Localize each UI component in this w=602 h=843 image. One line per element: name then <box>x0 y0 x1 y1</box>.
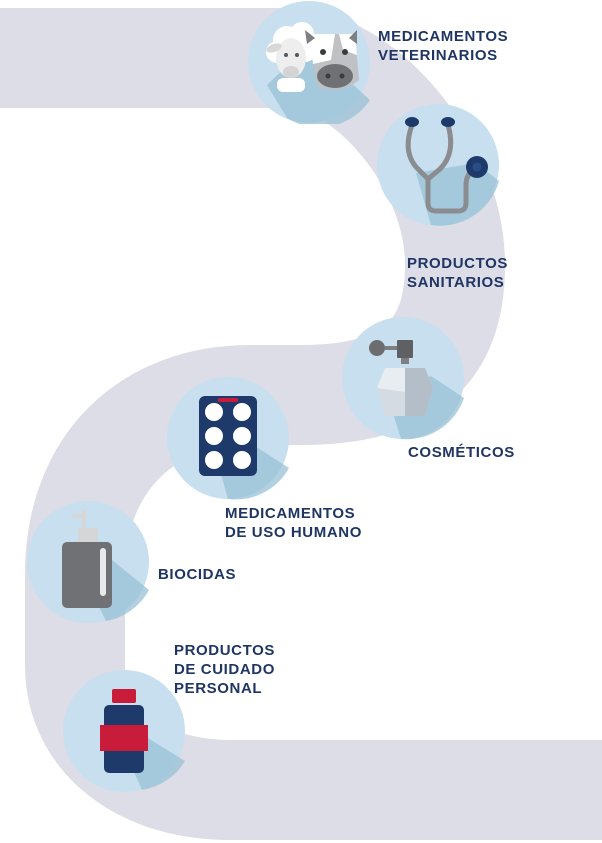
node-cuidado-personal <box>62 669 186 793</box>
label-line: PERSONAL <box>174 680 263 697</box>
node-uso-humano <box>166 376 290 500</box>
label-line: MEDICAMENTOS <box>378 28 509 45</box>
medicine-bottle-icon <box>63 670 185 792</box>
label-veterinarios: MEDICAMENTOS VETERINARIOS <box>378 27 508 65</box>
node-sanitarios <box>376 103 500 227</box>
label-line: VETERINARIOS <box>378 47 498 64</box>
node-biocidas <box>26 500 150 624</box>
soap-dispenser-icon <box>27 501 149 623</box>
label-sanitarios: PRODUCTOS SANITARIOS <box>407 254 508 292</box>
label-cosmeticos: COSMÉTICOS <box>408 443 515 462</box>
label-line: PRODUCTOS <box>407 255 508 272</box>
label-line: PRODUCTOS <box>174 642 275 659</box>
pill-blister-icon <box>167 377 289 500</box>
label-biocidas: BIOCIDAS <box>158 565 236 584</box>
label-cuidado-personal: PRODUCTOS DE CUIDADO PERSONAL <box>174 641 275 698</box>
label-line: SANITARIOS <box>407 274 505 291</box>
sheep-cow-icon <box>248 1 370 124</box>
perfume-bottle-icon <box>342 317 464 440</box>
node-cosmeticos <box>341 316 465 440</box>
label-line: MEDICAMENTOS <box>225 505 356 522</box>
label-line: DE CUIDADO <box>174 661 276 678</box>
node-veterinarios <box>247 0 371 124</box>
stethoscope-icon <box>377 104 499 226</box>
label-line: COSMÉTICOS <box>408 444 515 461</box>
label-uso-humano: MEDICAMENTOS DE USO HUMANO <box>225 504 362 542</box>
label-line: BIOCIDAS <box>158 566 237 583</box>
label-line: DE USO HUMANO <box>225 524 362 541</box>
